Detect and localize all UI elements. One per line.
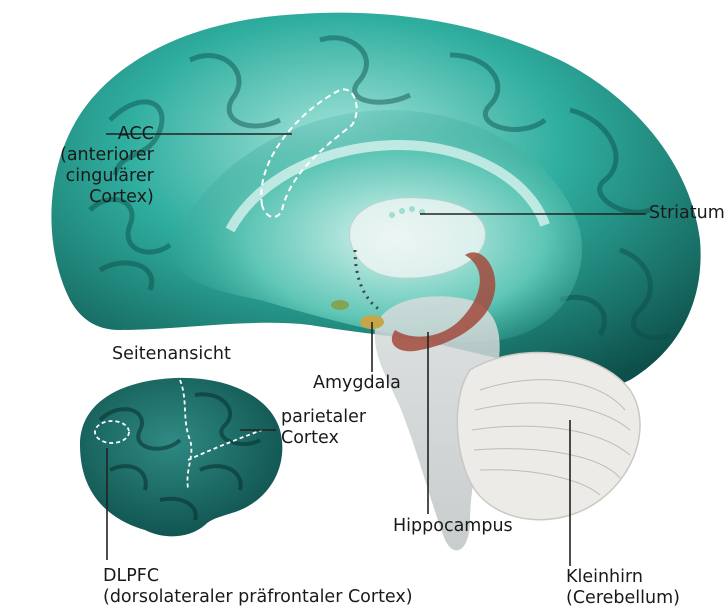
hippocampus-label: Hippocampus xyxy=(393,516,513,537)
lateral-brain-view xyxy=(80,378,282,536)
acc-label-line4: Cortex) xyxy=(60,187,154,208)
acc-label-line1: ACC xyxy=(60,124,154,145)
kleinhirn-label-line2: (Cerebellum) xyxy=(566,588,680,609)
striatum-label: Striatum xyxy=(649,203,725,224)
kleinhirn-label: Kleinhirn (Cerebellum) xyxy=(566,567,680,609)
acc-label-line2: (anteriorer xyxy=(60,145,154,166)
seitenansicht-label: Seitenansicht xyxy=(112,344,231,365)
cerebellum xyxy=(457,353,640,520)
parietal-label-line2: Cortex xyxy=(281,428,366,449)
parietal-label: parietaler Cortex xyxy=(281,407,366,449)
acc-label-line3: cingulärer xyxy=(60,166,154,187)
dlpfc-label-line1: DLPFC xyxy=(103,566,413,587)
acc-label: ACC (anteriorer cingulärer Cortex) xyxy=(60,124,154,208)
dlpfc-label: DLPFC (dorsolateraler präfrontaler Corte… xyxy=(103,566,413,608)
amygdala-label: Amygdala xyxy=(313,373,401,394)
dlpfc-label-line2: (dorsolateraler präfrontaler Cortex) xyxy=(103,587,413,608)
olfactory-structure xyxy=(331,300,349,310)
lateral-brain-shape xyxy=(80,378,282,536)
kleinhirn-label-line1: Kleinhirn xyxy=(566,567,680,588)
parietal-label-line1: parietaler xyxy=(281,407,366,428)
